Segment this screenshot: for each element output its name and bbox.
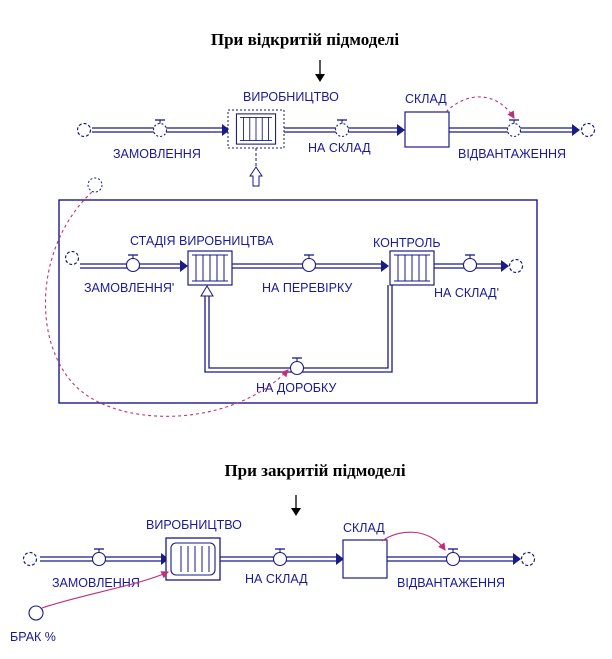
label-orders-prime: ЗАМОВЛЕННЯ' (84, 281, 174, 295)
label-shipment-top: ВІДВАНТАЖЕННЯ (458, 147, 566, 161)
converter-defect[interactable] (28, 605, 44, 621)
label-warehouse-bottom: СКЛАД (343, 521, 385, 535)
down-arrow-open (315, 60, 325, 82)
conveyor-control[interactable] (389, 250, 435, 286)
ghost-defect-converter (87, 177, 103, 193)
label-defect: БРАК % (10, 630, 56, 644)
source-cloud-bottom (22, 551, 38, 567)
submodel-flow-pipes (80, 260, 509, 373)
label-stage-production: СТАДІЯ ВИРОБНИЦТВА (130, 234, 274, 248)
conveyor-stage-production[interactable] (187, 250, 233, 286)
label-to-inspection: НА ПЕРЕВІРКУ (262, 281, 352, 295)
down-arrow-closed (291, 495, 301, 516)
label-production-top: ВИРОБНИЦТВО (243, 90, 339, 104)
source-cloud-top (76, 122, 92, 138)
connector-defect-rework (44, 191, 289, 417)
valve-to-warehouse-bottom[interactable] (272, 548, 288, 567)
sink-cloud-sub (508, 258, 524, 274)
heading-open-submodel: При відкритій підмоделі (211, 30, 400, 49)
submodel-frame (58, 199, 538, 404)
label-orders-top: ЗАМОВЛЕННЯ (113, 147, 201, 161)
stock-production-top[interactable] (227, 109, 285, 149)
valve-shipment-bottom[interactable] (445, 548, 461, 567)
label-orders-bottom: ЗАМОВЛЕННЯ (52, 576, 140, 590)
connector-warehouse-shipment-bottom (381, 531, 446, 551)
label-shipment-bottom: ВІДВАНТАЖЕННЯ (397, 576, 505, 590)
source-cloud-sub (64, 250, 80, 266)
label-rework: НА ДОРОБКУ (256, 381, 336, 395)
stock-warehouse-top[interactable] (404, 111, 450, 148)
label-production-bottom: ВИРОБНИЦТВО (146, 518, 242, 532)
connector-warehouse-shipment-top (445, 96, 515, 119)
connector-defect-production (41, 571, 169, 609)
valve-rework[interactable] (289, 357, 305, 376)
valve-orders-prime[interactable] (125, 254, 141, 273)
label-warehouse-top: СКЛАД (405, 92, 447, 106)
label-control: КОНТРОЛЬ (373, 236, 441, 250)
sink-cloud-bottom (520, 551, 536, 567)
valve-to-inspection[interactable] (301, 254, 317, 273)
stock-production-bottom[interactable] (165, 537, 221, 581)
sink-cloud-top (580, 122, 596, 138)
label-to-warehouse-top: НА СКЛАД (308, 141, 371, 155)
label-to-warehouse-prime: НА СКЛАД' (434, 286, 499, 300)
submodel-link-arrow (249, 148, 263, 187)
stock-warehouse-bottom[interactable] (342, 539, 388, 579)
valve-shipment-top[interactable] (506, 119, 522, 138)
valve-orders-top[interactable] (152, 119, 168, 138)
heading-closed-submodel: При закритій підмоделі (224, 461, 405, 480)
valve-to-warehouse-top[interactable] (334, 119, 350, 138)
valve-to-warehouse-prime[interactable] (462, 254, 478, 273)
valve-orders-bottom[interactable] (91, 548, 107, 567)
label-to-warehouse-bottom: НА СКЛАД (245, 572, 308, 586)
